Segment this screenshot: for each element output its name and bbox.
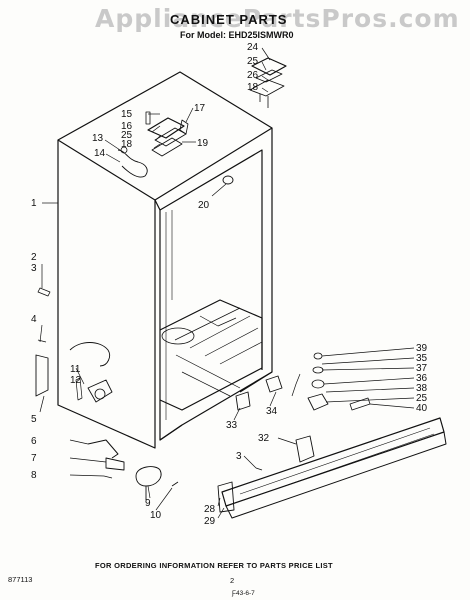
callout-label: 2	[31, 252, 37, 263]
callout-label: 19	[197, 138, 209, 149]
upper-hinge-cover	[251, 57, 287, 76]
callout-label: 26	[247, 70, 259, 81]
leveling-leg	[135, 466, 162, 487]
callout-label: 4	[31, 314, 37, 325]
callout-label: 18	[247, 82, 259, 93]
callout-label: 32	[258, 433, 270, 444]
callout-label: 20	[198, 200, 210, 211]
callout-label: 15	[121, 109, 133, 120]
callout-label: 33	[226, 420, 238, 431]
top-hinge	[147, 117, 185, 139]
page-number: 2	[230, 576, 235, 585]
watermark: AppliancePartsPros.com	[95, 4, 460, 33]
callout-label: 25	[247, 56, 259, 67]
callout-label: 28	[204, 504, 216, 515]
callout-label: 38	[416, 383, 428, 394]
cabinet-top	[57, 71, 273, 201]
callout-label: 37	[416, 363, 428, 374]
cabinet-floor	[159, 299, 263, 411]
callout-label: 10	[150, 510, 162, 521]
leader-lines	[39, 47, 415, 519]
callout-label: 35	[416, 353, 428, 364]
model-number: For Model: EHD25ISMWR0	[180, 30, 294, 40]
cabinet-right-side	[239, 128, 273, 393]
callout-label: 14	[94, 148, 106, 159]
callout-label: 25	[416, 393, 428, 404]
callout-label: 1	[31, 198, 37, 209]
cabinet-left-side	[57, 140, 156, 449]
callout-label: 25	[121, 130, 133, 141]
callout-label: 40	[416, 403, 428, 414]
callout-numbers: 24 25 26 18 15 17 16 25 18 19 13 14 20 1…	[31, 42, 428, 527]
callout-label: 6	[31, 436, 37, 447]
callout-label: 7	[31, 453, 37, 464]
callout-label: 3	[31, 263, 37, 274]
callout-label: 18	[121, 139, 133, 150]
callout-label: 12	[70, 375, 82, 386]
callout-label: 39	[416, 343, 428, 354]
callout-label: 8	[31, 470, 37, 481]
callout-label: 29	[204, 516, 216, 527]
ordering-note: FOR ORDERING INFORMATION REFER TO PARTS …	[95, 561, 333, 570]
callout-label: 5	[31, 414, 37, 425]
callout-label: 16	[121, 121, 133, 132]
print-code: Ƒ43-6-7	[232, 590, 255, 597]
callout-label: 11	[70, 364, 81, 375]
callout-label: 13	[92, 133, 104, 144]
callout-label: 3	[236, 451, 242, 462]
callout-label: 17	[194, 103, 206, 114]
callout-label: 24	[247, 42, 259, 53]
callout-label: 9	[145, 498, 151, 509]
document-number: 877113	[8, 575, 33, 584]
callout-label: 36	[416, 373, 428, 384]
diagram-title: CABINET PARTS	[170, 12, 288, 27]
left-bracket	[35, 354, 49, 397]
callout-label: 34	[266, 406, 278, 417]
